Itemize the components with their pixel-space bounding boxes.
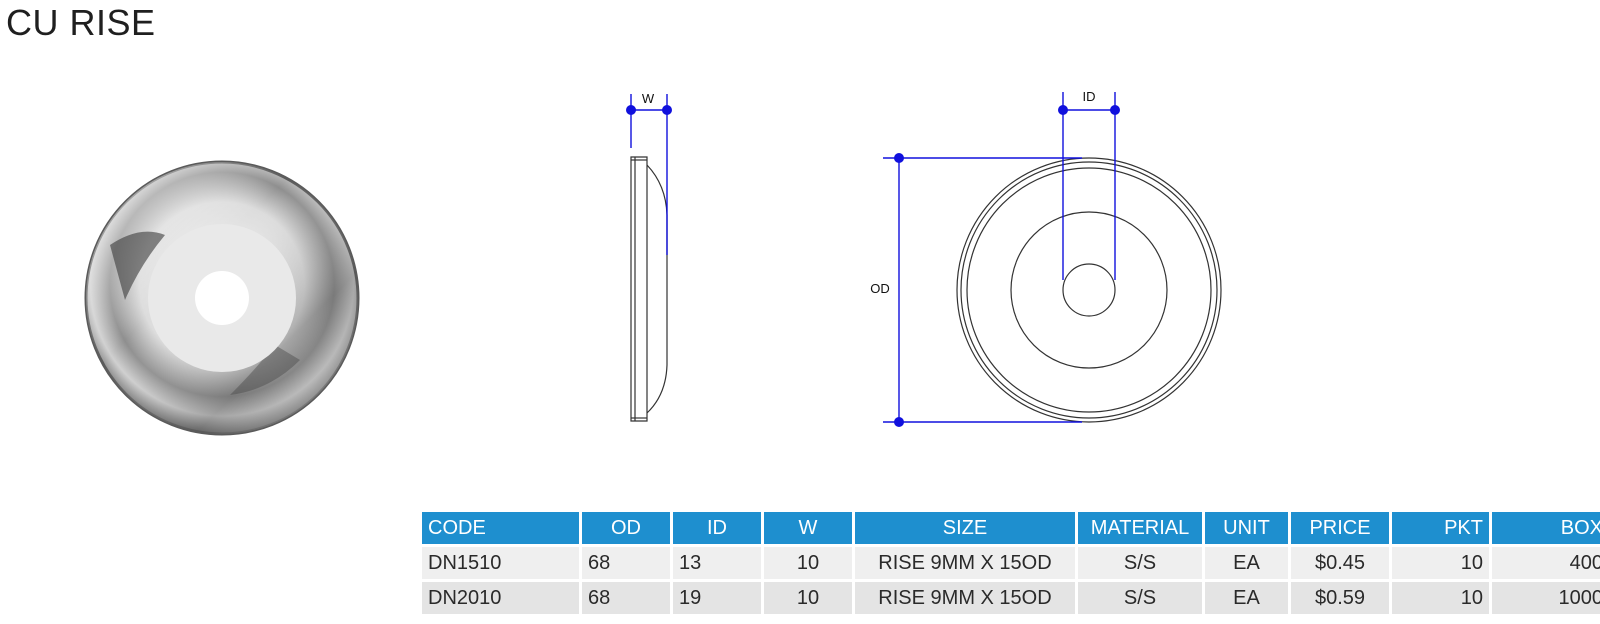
header-material: MATERIAL (1078, 512, 1202, 544)
spec-table-container: CODE OD ID W SIZE MATERIAL UNIT PRICE PK… (419, 509, 1600, 617)
table-header-row: CODE OD ID W SIZE MATERIAL UNIT PRICE PK… (422, 512, 1600, 544)
cell-price: $0.59 (1291, 582, 1389, 614)
dimension-marker (894, 417, 904, 427)
page-title: CU RISE (6, 2, 156, 43)
header-code: CODE (422, 512, 579, 544)
header-price: PRICE (1291, 512, 1389, 544)
side-view-drawing (630, 156, 668, 422)
dimension-marker (1058, 105, 1068, 115)
cell-od: 68 (582, 547, 670, 579)
header-id: ID (673, 512, 761, 544)
cell-code: DN2010 (422, 582, 579, 614)
outer-diameter-label: OD (870, 281, 890, 296)
cell-pkt: 10 (1392, 582, 1489, 614)
cell-code: DN1510 (422, 547, 579, 579)
cell-size: RISE 9MM X 15OD (855, 582, 1075, 614)
cell-unit: EA (1205, 547, 1288, 579)
front-view-drawing (956, 157, 1222, 423)
dimension-marker (626, 105, 636, 115)
cell-size: RISE 9MM X 15OD (855, 547, 1075, 579)
dimension-marker (894, 153, 904, 163)
header-w: W (764, 512, 852, 544)
header-pkt: PKT (1392, 512, 1489, 544)
spec-table: CODE OD ID W SIZE MATERIAL UNIT PRICE PK… (419, 509, 1600, 617)
cell-w: 10 (764, 582, 852, 614)
cell-w: 10 (764, 547, 852, 579)
cell-price: $0.45 (1291, 547, 1389, 579)
cell-unit: EA (1205, 582, 1288, 614)
header-unit: UNIT (1205, 512, 1288, 544)
dimension-marker (662, 105, 672, 115)
width-label: W (642, 91, 655, 106)
cell-od: 68 (582, 582, 670, 614)
cell-box: 1000 (1492, 582, 1600, 614)
cell-material: S/S (1078, 582, 1202, 614)
cell-material: S/S (1078, 547, 1202, 579)
inner-diameter-label: ID (1083, 89, 1096, 104)
product-photo (84, 160, 360, 436)
product-drawings: W ID OD (84, 89, 1222, 436)
cell-id: 19 (673, 582, 761, 614)
cell-pkt: 10 (1392, 547, 1489, 579)
table-row: DN2010 68 19 10 RISE 9MM X 15OD S/S EA $… (422, 582, 1600, 614)
cell-id: 13 (673, 547, 761, 579)
header-box: BOX (1492, 512, 1600, 544)
outer-diameter-dimension (883, 157, 1082, 423)
width-dimension (630, 94, 668, 255)
table-row: DN1510 68 13 10 RISE 9MM X 15OD S/S EA $… (422, 547, 1600, 579)
header-size: SIZE (855, 512, 1075, 544)
dimension-marker (1110, 105, 1120, 115)
header-od: OD (582, 512, 670, 544)
inner-diameter-dimension (1062, 92, 1116, 280)
cell-box: 400 (1492, 547, 1600, 579)
